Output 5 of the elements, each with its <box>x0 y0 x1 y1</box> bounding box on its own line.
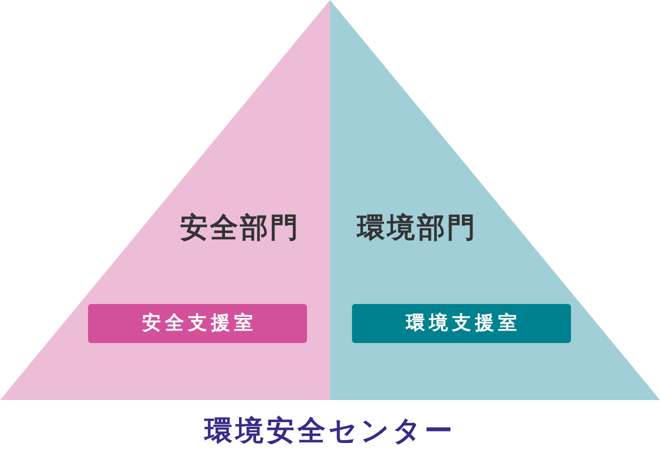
office-label-bar: 環境支援室 <box>352 304 571 343</box>
office-label-bar: 安全支援室 <box>88 304 307 343</box>
section-heading: 環境部門 <box>357 210 477 246</box>
caption: 環境安全センター <box>204 413 456 449</box>
section-heading: 安全部門 <box>180 210 300 246</box>
